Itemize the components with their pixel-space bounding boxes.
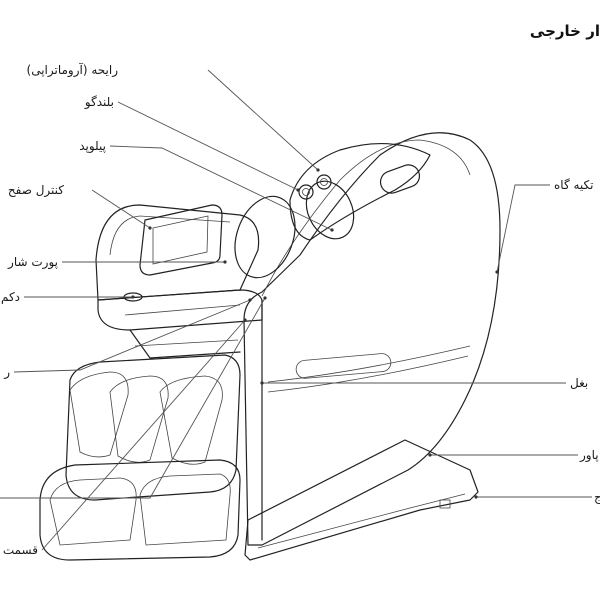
label-backrest: تکیه گاه [554,178,594,192]
label-controller: کنترل صفح [8,183,64,198]
label-button: دکم [1,290,20,304]
label-charging-port: پورت شار [7,255,58,270]
label-side: بغل [570,376,588,390]
chair-seat [97,289,263,331]
label-left-mid: ر [3,365,10,380]
speaker-left [298,184,314,200]
speaker-right [316,174,332,190]
label-speaker: بلندگو [84,95,114,110]
massage-chair-illustration [39,132,501,561]
chair-back-panel [95,204,260,301]
chair-base [244,439,479,561]
label-base: ج [594,490,600,504]
chair-headrest [289,143,431,241]
diagram-title: ار خارجی [530,22,600,40]
foot-rest [39,459,241,561]
chair-outer-shell [243,132,501,546]
callout-labels: رایحه (آروماتراپی) بلندگو پیلوپد کنترل ص… [1,62,600,557]
leader-lines [0,69,592,551]
control-tablet [139,204,223,276]
label-pillow: پیلوپد [79,139,106,154]
leg-rest [65,354,241,501]
label-aroma: رایحه (آروماتراپی) [27,62,119,78]
label-leg-part: قسمت [3,543,38,557]
label-power-box: جعبه پاور [579,448,600,463]
